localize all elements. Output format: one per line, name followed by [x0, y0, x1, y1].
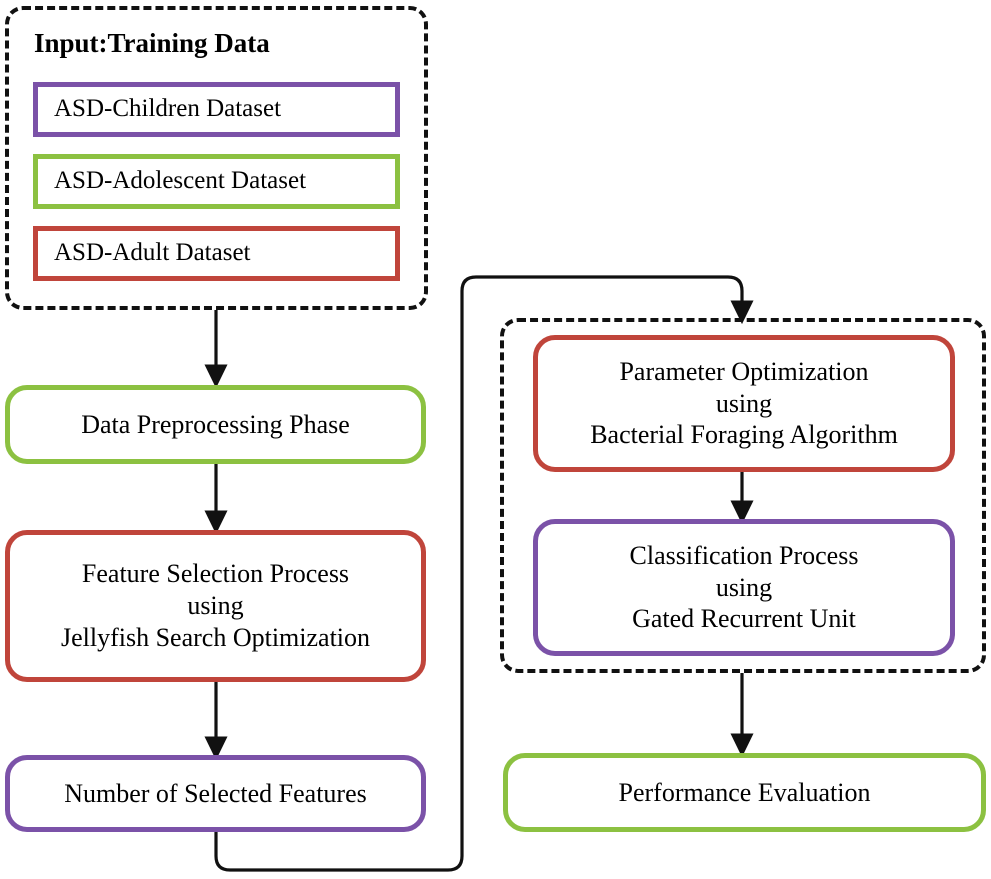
node-performance-evaluation-label: Performance Evaluation [618, 777, 871, 807]
node-parameter-optimization[interactable]: Parameter Optimization using Bacterial F… [533, 335, 955, 472]
feature-selection-line-1: Feature Selection Process [81, 559, 350, 589]
node-number-of-selected-features-label: Number of Selected Features [64, 778, 367, 808]
node-classification-process-text: Classification Process using Gated Recur… [630, 540, 859, 635]
node-data-preprocessing-phase-label: Data Preprocessing Phase [81, 409, 350, 439]
feature-selection-line-3: Jellyfish Search Optimization [60, 622, 371, 652]
node-asd-children-dataset-label: ASD-Children Dataset [54, 95, 282, 123]
parameter-optimization-line-1: Parameter Optimization [619, 356, 869, 386]
parameter-optimization-line-3: Bacterial Foraging Algorithm [590, 420, 898, 450]
node-asd-adolescent-dataset[interactable]: ASD-Adolescent Dataset [33, 154, 400, 209]
node-feature-selection-process[interactable]: Feature Selection Process using Jellyfis… [5, 530, 426, 682]
node-feature-selection-process-text: Feature Selection Process using Jellyfis… [61, 558, 370, 653]
node-data-preprocessing-phase[interactable]: Data Preprocessing Phase [5, 385, 426, 464]
node-asd-adult-dataset[interactable]: ASD-Adult Dataset [33, 226, 400, 281]
node-performance-evaluation[interactable]: Performance Evaluation [503, 753, 986, 832]
node-asd-adult-dataset-label: ASD-Adult Dataset [54, 239, 251, 267]
classification-process-line-3: Gated Recurrent Unit [632, 604, 856, 634]
classification-process-line-1: Classification Process [629, 540, 859, 570]
node-asd-children-dataset[interactable]: ASD-Children Dataset [33, 82, 400, 137]
node-number-of-selected-features[interactable]: Number of Selected Features [5, 755, 426, 832]
parameter-optimization-line-2: using [715, 388, 773, 418]
input-training-data-title: Input:Training Data [34, 28, 270, 58]
node-asd-adolescent-dataset-label: ASD-Adolescent Dataset [54, 167, 307, 195]
node-classification-process[interactable]: Classification Process using Gated Recur… [533, 519, 955, 656]
feature-selection-line-2: using [187, 591, 244, 621]
input-training-data-group [5, 6, 428, 310]
classification-process-line-2: using [715, 572, 773, 602]
node-parameter-optimization-text: Parameter Optimization using Bacterial F… [590, 356, 898, 451]
model-stage-group [500, 318, 986, 673]
